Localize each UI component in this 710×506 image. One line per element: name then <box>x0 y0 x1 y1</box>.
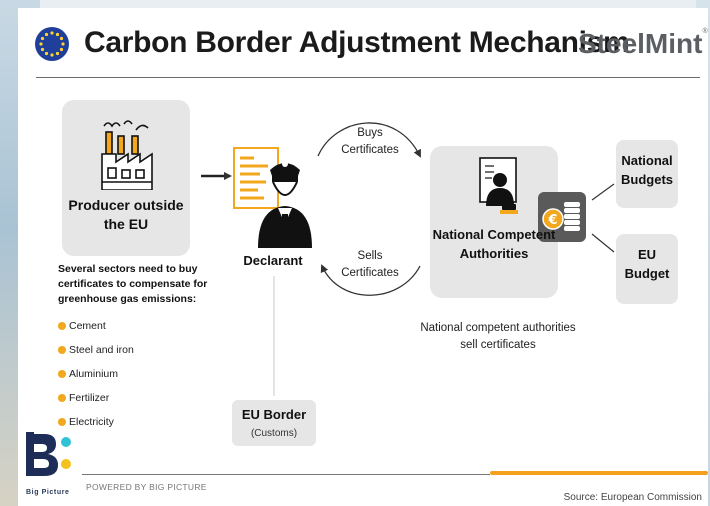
sector-list: Cement Steel and iron Aluminium Fertiliz… <box>58 314 134 434</box>
national-budgets-label: National Budgets <box>621 153 673 187</box>
list-item: Aluminium <box>58 362 134 386</box>
buys-certificates-arrow <box>317 122 421 158</box>
list-item: Fertilizer <box>58 386 134 410</box>
sector-label: Aluminium <box>69 368 119 380</box>
official-icon <box>479 157 518 214</box>
source-note: Source: European Commission <box>563 492 702 503</box>
declarant-icon <box>233 147 312 248</box>
list-item: Cement <box>58 314 134 338</box>
eu-border-label: EU Border <box>241 407 307 422</box>
eu-border-box <box>232 400 316 446</box>
bullet-icon <box>58 370 66 378</box>
bullet-icon <box>58 418 66 426</box>
buys-certificates-label: Buys Certificates <box>341 127 399 156</box>
bullet-icon <box>58 394 66 402</box>
sector-label: Cement <box>69 320 106 332</box>
brand-name: SteelMint <box>578 28 703 59</box>
logo-caption: Big Picture <box>26 489 70 496</box>
declarant-label: Declarant <box>243 253 303 268</box>
coin-stack-icon: € <box>538 192 586 242</box>
page-title: Carbon Border Adjustment Mechanism <box>84 26 630 59</box>
flow-diagram <box>201 122 615 396</box>
bullet-icon <box>58 322 66 330</box>
header-divider <box>36 77 700 78</box>
brand-mark: ® <box>702 28 708 35</box>
sector-label: Steel and iron <box>69 344 134 356</box>
sector-label: Electricity <box>69 416 114 428</box>
sectors-intro: Several sectors need to buy certificates… <box>58 263 208 306</box>
eu-flag-icon <box>35 27 69 61</box>
sells-certificates-label: Sells Certificates <box>341 250 399 279</box>
brand-logo: SteelMint® <box>578 28 708 60</box>
powered-by: POWERED BY BIG PICTURE <box>86 482 207 492</box>
svg-text:€: € <box>547 213 557 228</box>
authorities-label: National Competent Authorities <box>432 227 556 261</box>
authorities-note: National competent authorities sell cert… <box>420 322 576 352</box>
connector-eu <box>591 233 615 253</box>
big-picture-logo <box>26 432 71 476</box>
header: Carbon Border Adjustment Mechanism Steel… <box>18 8 708 74</box>
factory-icon <box>101 120 153 190</box>
sector-label: Fertilizer <box>69 392 110 404</box>
list-item: Electricity <box>58 410 134 434</box>
eu-budget-label: EU Budget <box>624 247 670 281</box>
national-budgets-box <box>616 140 678 208</box>
sells-certificates-arrow <box>320 264 421 296</box>
producer-label: Producer outside the EU <box>68 197 184 232</box>
eu-budget-box <box>616 234 678 304</box>
infographic-card: Carbon Border Adjustment Mechanism Steel… <box>18 8 708 506</box>
connector-national <box>591 183 615 201</box>
list-item: Steel and iron <box>58 338 134 362</box>
bullet-icon <box>58 346 66 354</box>
customs-label: (Customs) <box>250 428 298 439</box>
footer-accent-bar <box>490 471 708 475</box>
footer-divider <box>82 474 490 475</box>
